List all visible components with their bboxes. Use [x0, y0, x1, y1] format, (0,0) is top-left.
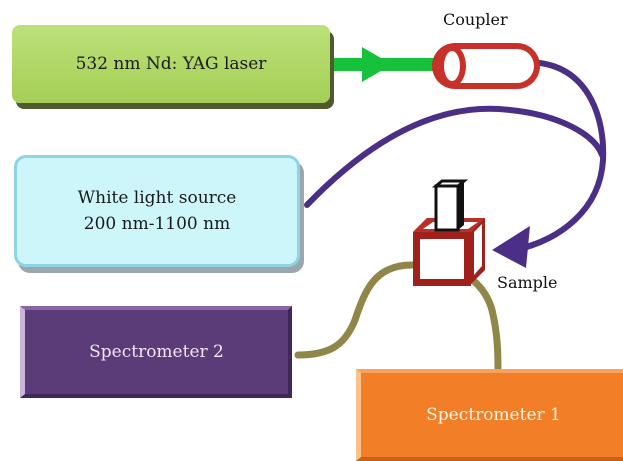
spectrometer-1-box: Spectrometer 1 — [356, 369, 623, 461]
coupler-label: Coupler — [443, 10, 508, 29]
sample-label: Sample — [497, 273, 558, 292]
beam-arrow-head — [362, 47, 392, 82]
white-light-source-box: White light source 200 nm-1100 nm — [14, 155, 300, 267]
spectrometer-2-fiber — [294, 261, 416, 359]
fiber-arrow-head — [492, 226, 530, 268]
cuvette-icon — [431, 179, 469, 232]
white-light-label: White light source — [77, 187, 237, 208]
white-light-fiber — [304, 105, 605, 208]
spectrometer-2-box: Spectrometer 2 — [20, 306, 292, 398]
spectrometer-2-label: Spectrometer 2 — [89, 341, 224, 362]
laser-box: 532 nm Nd: YAG laser — [12, 25, 330, 103]
coupler-to-sample-fiber — [512, 60, 607, 253]
white-light-range: 200 nm-1100 nm — [83, 214, 231, 234]
coupler-icon — [432, 43, 540, 89]
laser-label: 532 nm Nd: YAG laser — [75, 53, 267, 74]
spectrometer-1-label: Spectrometer 1 — [426, 404, 561, 425]
